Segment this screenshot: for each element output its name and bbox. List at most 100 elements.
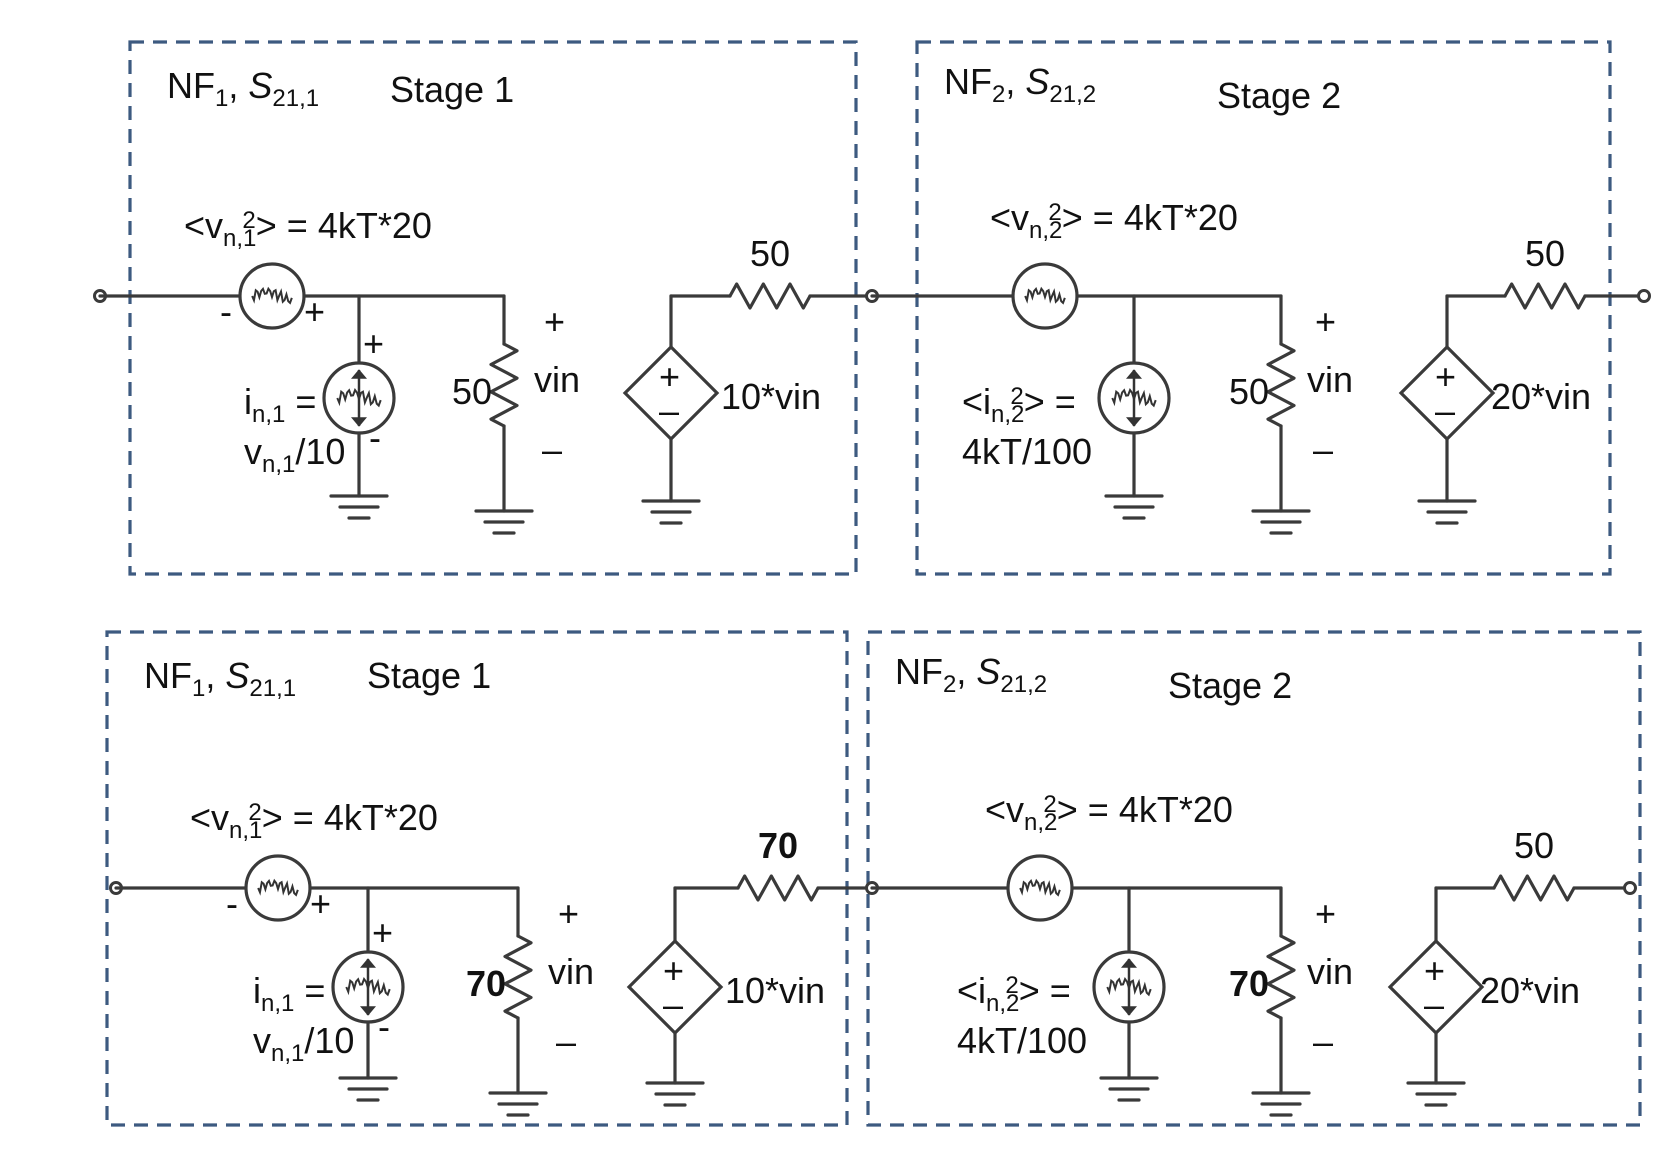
vin-minus-sign: –: [1313, 429, 1333, 470]
dep-minus-sign: –: [1435, 390, 1455, 431]
resistor-icon: [503, 934, 533, 1020]
label-part: /10: [295, 431, 345, 472]
nf-symbol: NF: [895, 651, 943, 692]
isrc-plus-sign: +: [372, 912, 393, 953]
vin-label: vin: [1307, 951, 1353, 992]
output-terminal: [1623, 881, 1637, 895]
isrc-minus-sign: -: [378, 1006, 390, 1047]
ground-icon: [1099, 1076, 1159, 1102]
vin-plus-sign: +: [1315, 893, 1336, 934]
gain-label: 20*vin: [1480, 970, 1580, 1011]
noise-current-source-icon: [1097, 361, 1171, 435]
label-part: > = 4kT*20: [1057, 789, 1233, 830]
vnoise-label: <vn,12> = 4kT*20: [184, 205, 432, 252]
vnoise-label: <vn,22> = 4kT*20: [990, 197, 1238, 244]
label-part: n,1: [252, 401, 285, 428]
label-part: /10: [304, 1020, 354, 1061]
resistor-icon: [1492, 874, 1576, 902]
isrc-minus-sign: -: [369, 417, 381, 458]
label-part: 2: [1005, 972, 1018, 999]
noise-current-source-icon: [322, 361, 396, 435]
s-symbol: S: [225, 655, 249, 696]
input-resistor-value: 70: [1229, 963, 1269, 1004]
nf-subscript: 2: [992, 81, 1005, 108]
noise-current-source-icon: [1092, 950, 1166, 1024]
label-part: =: [294, 970, 325, 1011]
label-part: i: [244, 381, 252, 422]
isrc-plus-sign: +: [363, 323, 384, 364]
vin-label: vin: [548, 951, 594, 992]
in-label-line1: in,1 =: [244, 381, 316, 428]
label-part: n,2: [991, 401, 1024, 428]
ground-icon: [641, 499, 701, 525]
label-part: <v: [985, 789, 1024, 830]
stage1-title: Stage 1: [390, 69, 514, 110]
ground-icon: [329, 494, 389, 520]
label-part: > = 4kT*20: [256, 205, 432, 246]
label-part: 2: [1043, 791, 1056, 818]
resistor-icon: [736, 874, 820, 902]
resistor-icon: [1266, 934, 1296, 1020]
stage2-nf-label: NF2, S21,2: [895, 651, 1047, 698]
label-part: n,1: [261, 990, 294, 1017]
ground-icon: [1406, 1081, 1466, 1107]
label-part: n,1: [229, 817, 262, 844]
nf-symbol: NF: [167, 65, 215, 106]
inoise-label-line2: 4kT/100: [962, 431, 1092, 472]
s-subscript: 21,1: [272, 85, 319, 112]
comma: ,: [228, 65, 248, 106]
output-resistor-value: 70: [758, 825, 798, 866]
stage1-boundary: [105, 630, 849, 1127]
label-part: > =: [1019, 970, 1071, 1011]
label-part: > = 4kT*20: [262, 797, 438, 838]
label-part: n,2: [1024, 809, 1057, 836]
output-resistor-value: 50: [750, 233, 790, 274]
label-part: > = 4kT*20: [1062, 197, 1238, 238]
comma: ,: [1005, 61, 1025, 102]
noise-voltage-source-icon: [244, 854, 312, 922]
label-part: 2: [1010, 383, 1023, 410]
label-part: n,1: [271, 1040, 304, 1067]
dep-plus-sign: +: [1435, 356, 1456, 397]
label-part: 2: [1048, 199, 1061, 226]
stage1-boundary: [128, 40, 858, 576]
ground-icon: [1104, 494, 1164, 520]
comma: ,: [956, 651, 976, 692]
output-resistor-value: 50: [1525, 233, 1565, 274]
label-part: <i: [957, 970, 986, 1011]
dep-plus-sign: +: [663, 950, 684, 991]
label-part: 2: [248, 799, 261, 826]
dep-minus-sign: –: [1424, 984, 1444, 1025]
vin-label: vin: [1307, 359, 1353, 400]
label-part: v: [244, 431, 262, 472]
s-symbol: S: [976, 651, 1000, 692]
s-subscript: 21,1: [249, 675, 296, 702]
ground-icon: [338, 1076, 398, 1102]
nf-subscript: 1: [215, 85, 228, 112]
resistor-icon: [728, 282, 812, 310]
stage1-title: Stage 1: [367, 655, 491, 696]
label-part: <v: [990, 197, 1029, 238]
s-symbol: S: [1025, 61, 1049, 102]
vin-label: vin: [534, 359, 580, 400]
s-symbol: S: [248, 65, 272, 106]
resistor-icon: [1266, 342, 1296, 428]
label-part: <v: [190, 797, 229, 838]
comma: ,: [205, 655, 225, 696]
vsrc-minus-sign: -: [226, 883, 238, 924]
label-part: <i: [962, 381, 991, 422]
in-label-line1: in,1 =: [253, 970, 325, 1017]
dep-plus-sign: +: [659, 356, 680, 397]
vsrc-minus-sign: -: [220, 291, 232, 332]
output-terminal: [1637, 289, 1651, 303]
nf-symbol: NF: [144, 655, 192, 696]
ground-icon: [488, 1091, 548, 1117]
input-resistor-value: 70: [466, 963, 506, 1004]
vnoise-label: <vn,12> = 4kT*20: [190, 797, 438, 844]
input-resistor-value: 50: [452, 371, 492, 412]
label-part: =: [285, 381, 316, 422]
in-label-line2: vn,1/10: [253, 1020, 354, 1067]
label-part: <v: [184, 205, 223, 246]
nf-subscript: 2: [943, 671, 956, 698]
